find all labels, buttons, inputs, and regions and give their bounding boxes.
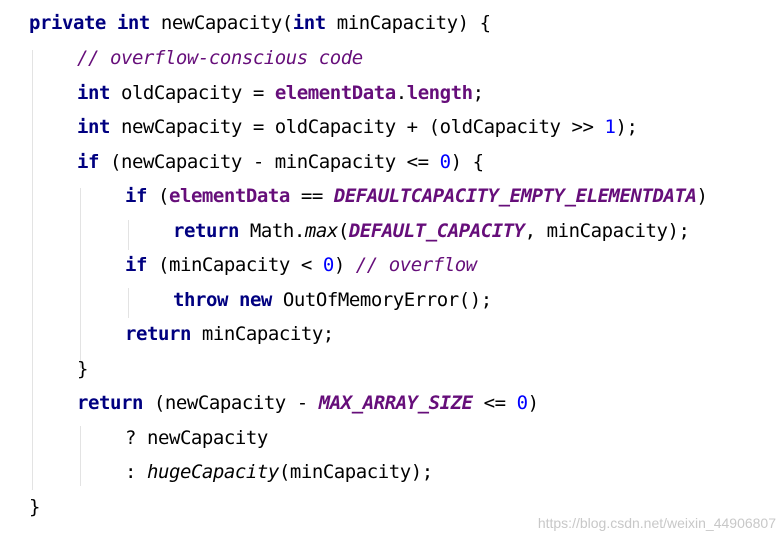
code-token-num: 1 <box>604 116 616 138</box>
indent-guide <box>128 288 129 318</box>
code-token-cmt: // overflow-conscious code <box>77 47 363 69</box>
code-line[interactable]: ? newCapacity <box>125 421 268 456</box>
code-token-pl <box>106 12 117 34</box>
code-line[interactable]: : hugeCapacity(minCapacity); <box>125 455 433 490</box>
code-token-pl: newCapacity( <box>149 12 293 34</box>
code-line[interactable]: int newCapacity = oldCapacity + (oldCapa… <box>77 110 638 145</box>
code-token-pl: ( <box>146 185 169 207</box>
code-line[interactable]: throw new OutOfMemoryError(); <box>173 283 492 318</box>
code-line[interactable]: return (newCapacity - MAX_ARRAY_SIZE <= … <box>77 386 539 421</box>
code-token-kw: int <box>77 82 110 104</box>
code-token-pl: } <box>29 496 40 518</box>
code-token-smeth: max <box>304 220 338 242</box>
code-token-pl: minCapacity; <box>190 323 334 345</box>
code-token-pl: ? newCapacity <box>125 427 268 449</box>
code-token-fld: elementData <box>168 185 290 207</box>
code-token-pl: ) <box>527 392 539 414</box>
code-token-kw: if <box>125 254 147 276</box>
watermark: https://blog.csdn.net/weixin_44906807 <box>537 515 776 531</box>
code-token-pl: Math. <box>238 220 305 242</box>
code-token-pl: (minCapacity); <box>278 461 433 483</box>
code-token-pl: == <box>289 185 334 207</box>
code-token-pl: : <box>125 461 147 483</box>
code-token-pl: <= <box>472 392 517 414</box>
code-token-pl: ); <box>615 116 638 138</box>
code-token-kw: throw <box>173 289 228 311</box>
code-token-pl: newCapacity = oldCapacity + (oldCapacity… <box>109 116 605 138</box>
code-token-num: 0 <box>516 392 528 414</box>
code-token-smeth: hugeCapacity <box>146 461 279 483</box>
code-token-kw: return <box>77 392 143 414</box>
code-token-pl: ) <box>333 254 356 276</box>
code-token-fld: elementData <box>274 82 396 104</box>
code-line[interactable]: int oldCapacity = elementData.length; <box>77 76 484 111</box>
code-token-const: DEFAULTCAPACITY_EMPTY_ELEMENTDATA <box>333 185 697 207</box>
code-token-pl: , minCapacity); <box>524 220 690 242</box>
code-token-pl: OutOfMemoryError(); <box>271 289 492 311</box>
code-token-pl: (newCapacity - minCapacity <= <box>98 151 440 173</box>
indent-guide <box>32 50 33 490</box>
code-token-pl: ) <box>696 185 708 207</box>
code-token-pl: (newCapacity - <box>142 392 319 414</box>
code-token-const: MAX_ARRAY_SIZE <box>318 392 473 414</box>
code-line[interactable]: // overflow-conscious code <box>77 41 363 76</box>
code-token-pl: minCapacity) { <box>325 12 491 34</box>
code-token-kw: int <box>116 12 150 34</box>
code-token-pl: ( <box>337 220 349 242</box>
code-line[interactable]: } <box>29 490 40 525</box>
code-token-kw: if <box>125 185 147 207</box>
code-token-pl: ) { <box>450 151 484 173</box>
code-line[interactable]: } <box>77 352 88 387</box>
code-token-pl <box>228 289 239 311</box>
code-token-kw: if <box>77 151 99 173</box>
code-token-kw: return <box>125 323 191 345</box>
code-token-kw: return <box>173 220 239 242</box>
code-line[interactable]: if (newCapacity - minCapacity <= 0) { <box>77 145 484 180</box>
code-line[interactable]: if (elementData == DEFAULTCAPACITY_EMPTY… <box>125 179 708 214</box>
indent-guide <box>80 188 81 368</box>
code-token-kw: int <box>292 12 326 34</box>
code-line[interactable]: private int newCapacity(int minCapacity)… <box>29 6 491 41</box>
code-token-cmt: // overflow <box>355 254 477 276</box>
code-token-kw: int <box>77 116 110 138</box>
indent-guide <box>80 426 81 486</box>
code-line[interactable]: if (minCapacity < 0) // overflow <box>125 248 477 283</box>
code-token-fld: length <box>406 82 473 104</box>
code-token-const: DEFAULT_CAPACITY <box>348 220 525 242</box>
code-token-pl: oldCapacity = <box>109 82 275 104</box>
code-token-pl: ; <box>472 82 484 104</box>
code-token-num: 0 <box>439 151 451 173</box>
code-token-kw: new <box>238 289 272 311</box>
code-line[interactable]: return Math.max(DEFAULT_CAPACITY, minCap… <box>173 214 690 249</box>
code-token-pl: . <box>395 82 407 104</box>
code-token-kw: private <box>29 12 106 34</box>
code-token-pl: (minCapacity < <box>146 254 323 276</box>
indent-guide <box>128 220 129 250</box>
code-line[interactable]: return minCapacity; <box>125 317 334 352</box>
code-token-pl: } <box>77 358 88 380</box>
code-token-num: 0 <box>322 254 334 276</box>
